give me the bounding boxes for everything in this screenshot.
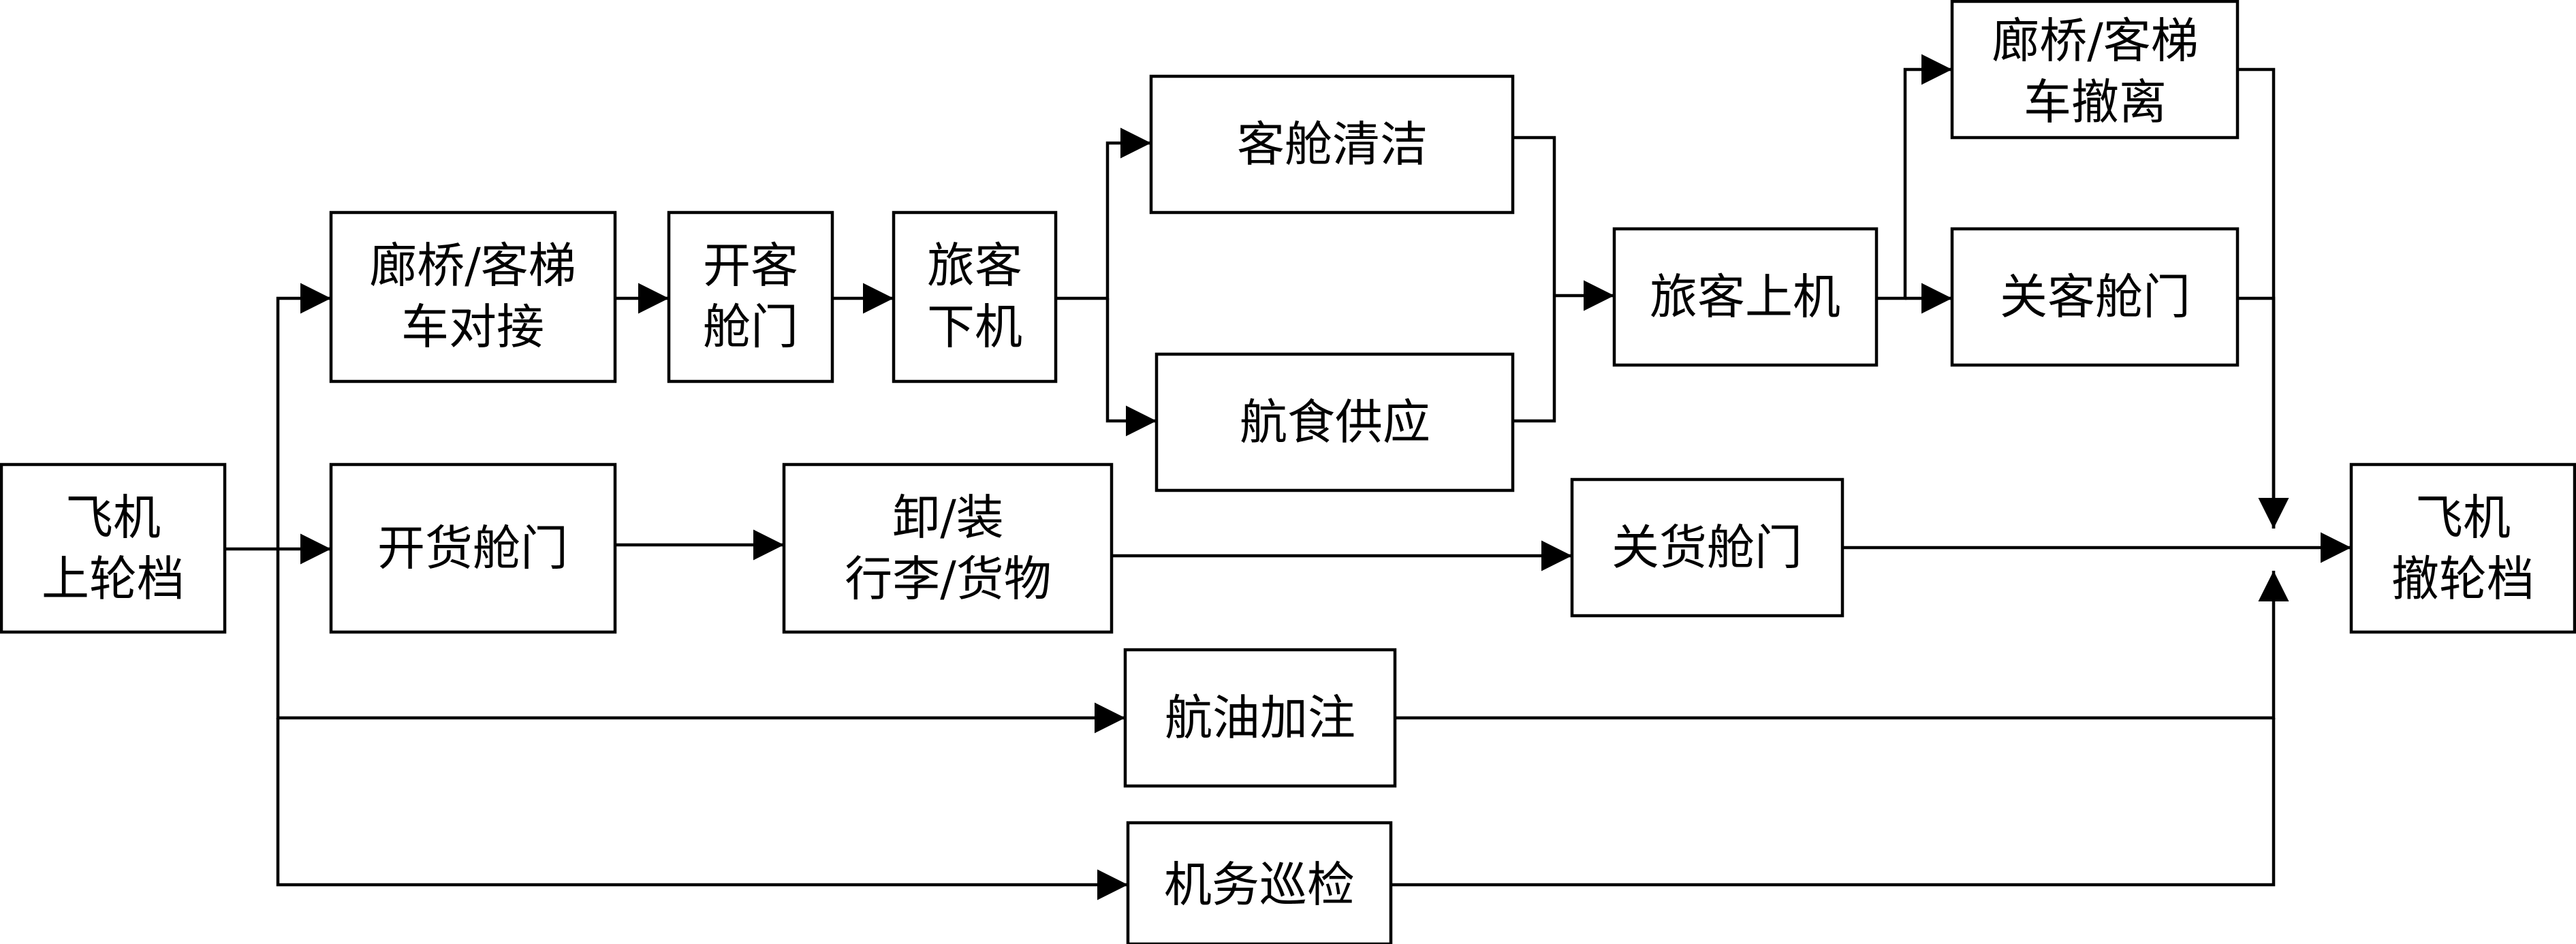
node-boarding: 旅客上机 (1612, 227, 1879, 367)
edge-close-door-to-join (2237, 296, 2276, 529)
node-label: 旅客 (927, 238, 1022, 294)
node-label: 旅客上机 (1650, 269, 1840, 325)
node-label: 车对接 (401, 299, 544, 355)
node-label: 关货舱门 (1612, 520, 1802, 576)
node-wheel-chock-on: 飞机 上轮档 (0, 462, 227, 634)
node-label: 下机 (927, 299, 1022, 355)
node-label: 车撤离 (2024, 74, 2167, 130)
node-catering: 航食供应 (1155, 352, 1515, 492)
edge-catering-merge (1513, 296, 1556, 423)
node-label: 航油加注 (1165, 690, 1355, 746)
node-bridge-withdraw: 廊桥/客梯 车撤离 (1950, 0, 2240, 140)
node-label: 撤轮档 (2391, 551, 2534, 607)
edge-inspection-to-join (1391, 718, 2276, 887)
node-wheel-chock-off: 飞机 撤轮档 (2349, 462, 2576, 634)
node-refuel: 航油加注 (1123, 648, 1397, 788)
node-close-passenger-door: 关客舱门 (1950, 227, 2240, 367)
edge-deplane-fork (1056, 127, 1151, 300)
edge-start-trunk (225, 283, 331, 551)
node-label: 行李/货物 (845, 551, 1052, 607)
edge-boarding-fork (1876, 54, 1952, 300)
node-label: 开货舱门 (377, 520, 568, 576)
node-inspection: 机务巡检 (1126, 821, 1393, 944)
node-label: 关客舱门 (2000, 269, 2190, 325)
node-label: 机务巡检 (1164, 857, 1355, 913)
node-cabin-cleaning: 客舱清洁 (1149, 74, 1515, 215)
node-load-unload: 卸/装 行李/货物 (782, 462, 1114, 634)
edge-clean-merge (1513, 136, 1556, 296)
node-label: 飞机 (2415, 490, 2511, 546)
node-open-passenger-door: 开客 舱门 (667, 210, 834, 383)
node-label: 开客 (703, 238, 798, 294)
connectors (225, 54, 2351, 900)
node-label: 飞机 (65, 490, 161, 546)
node-close-cargo-door: 关货舱门 (1570, 477, 1844, 618)
node-bridge-dock: 廊桥/客梯 车对接 (329, 210, 617, 383)
node-label: 航食供应 (1240, 394, 1430, 450)
node-label: 廊桥/客梯 (1992, 13, 2199, 69)
node-label: 舱门 (703, 299, 798, 355)
edge-start-to-inspection (276, 718, 1128, 900)
node-label: 卸/装 (892, 490, 1004, 546)
node-open-cargo-door: 开货舱门 (329, 462, 617, 634)
edge-deplane-to-catering (1105, 298, 1157, 437)
node-label: 上轮档 (42, 551, 185, 607)
node-deplane: 旅客 下机 (892, 210, 1058, 383)
node-label: 客舱清洁 (1237, 116, 1428, 172)
node-label: 廊桥/客梯 (369, 238, 576, 294)
